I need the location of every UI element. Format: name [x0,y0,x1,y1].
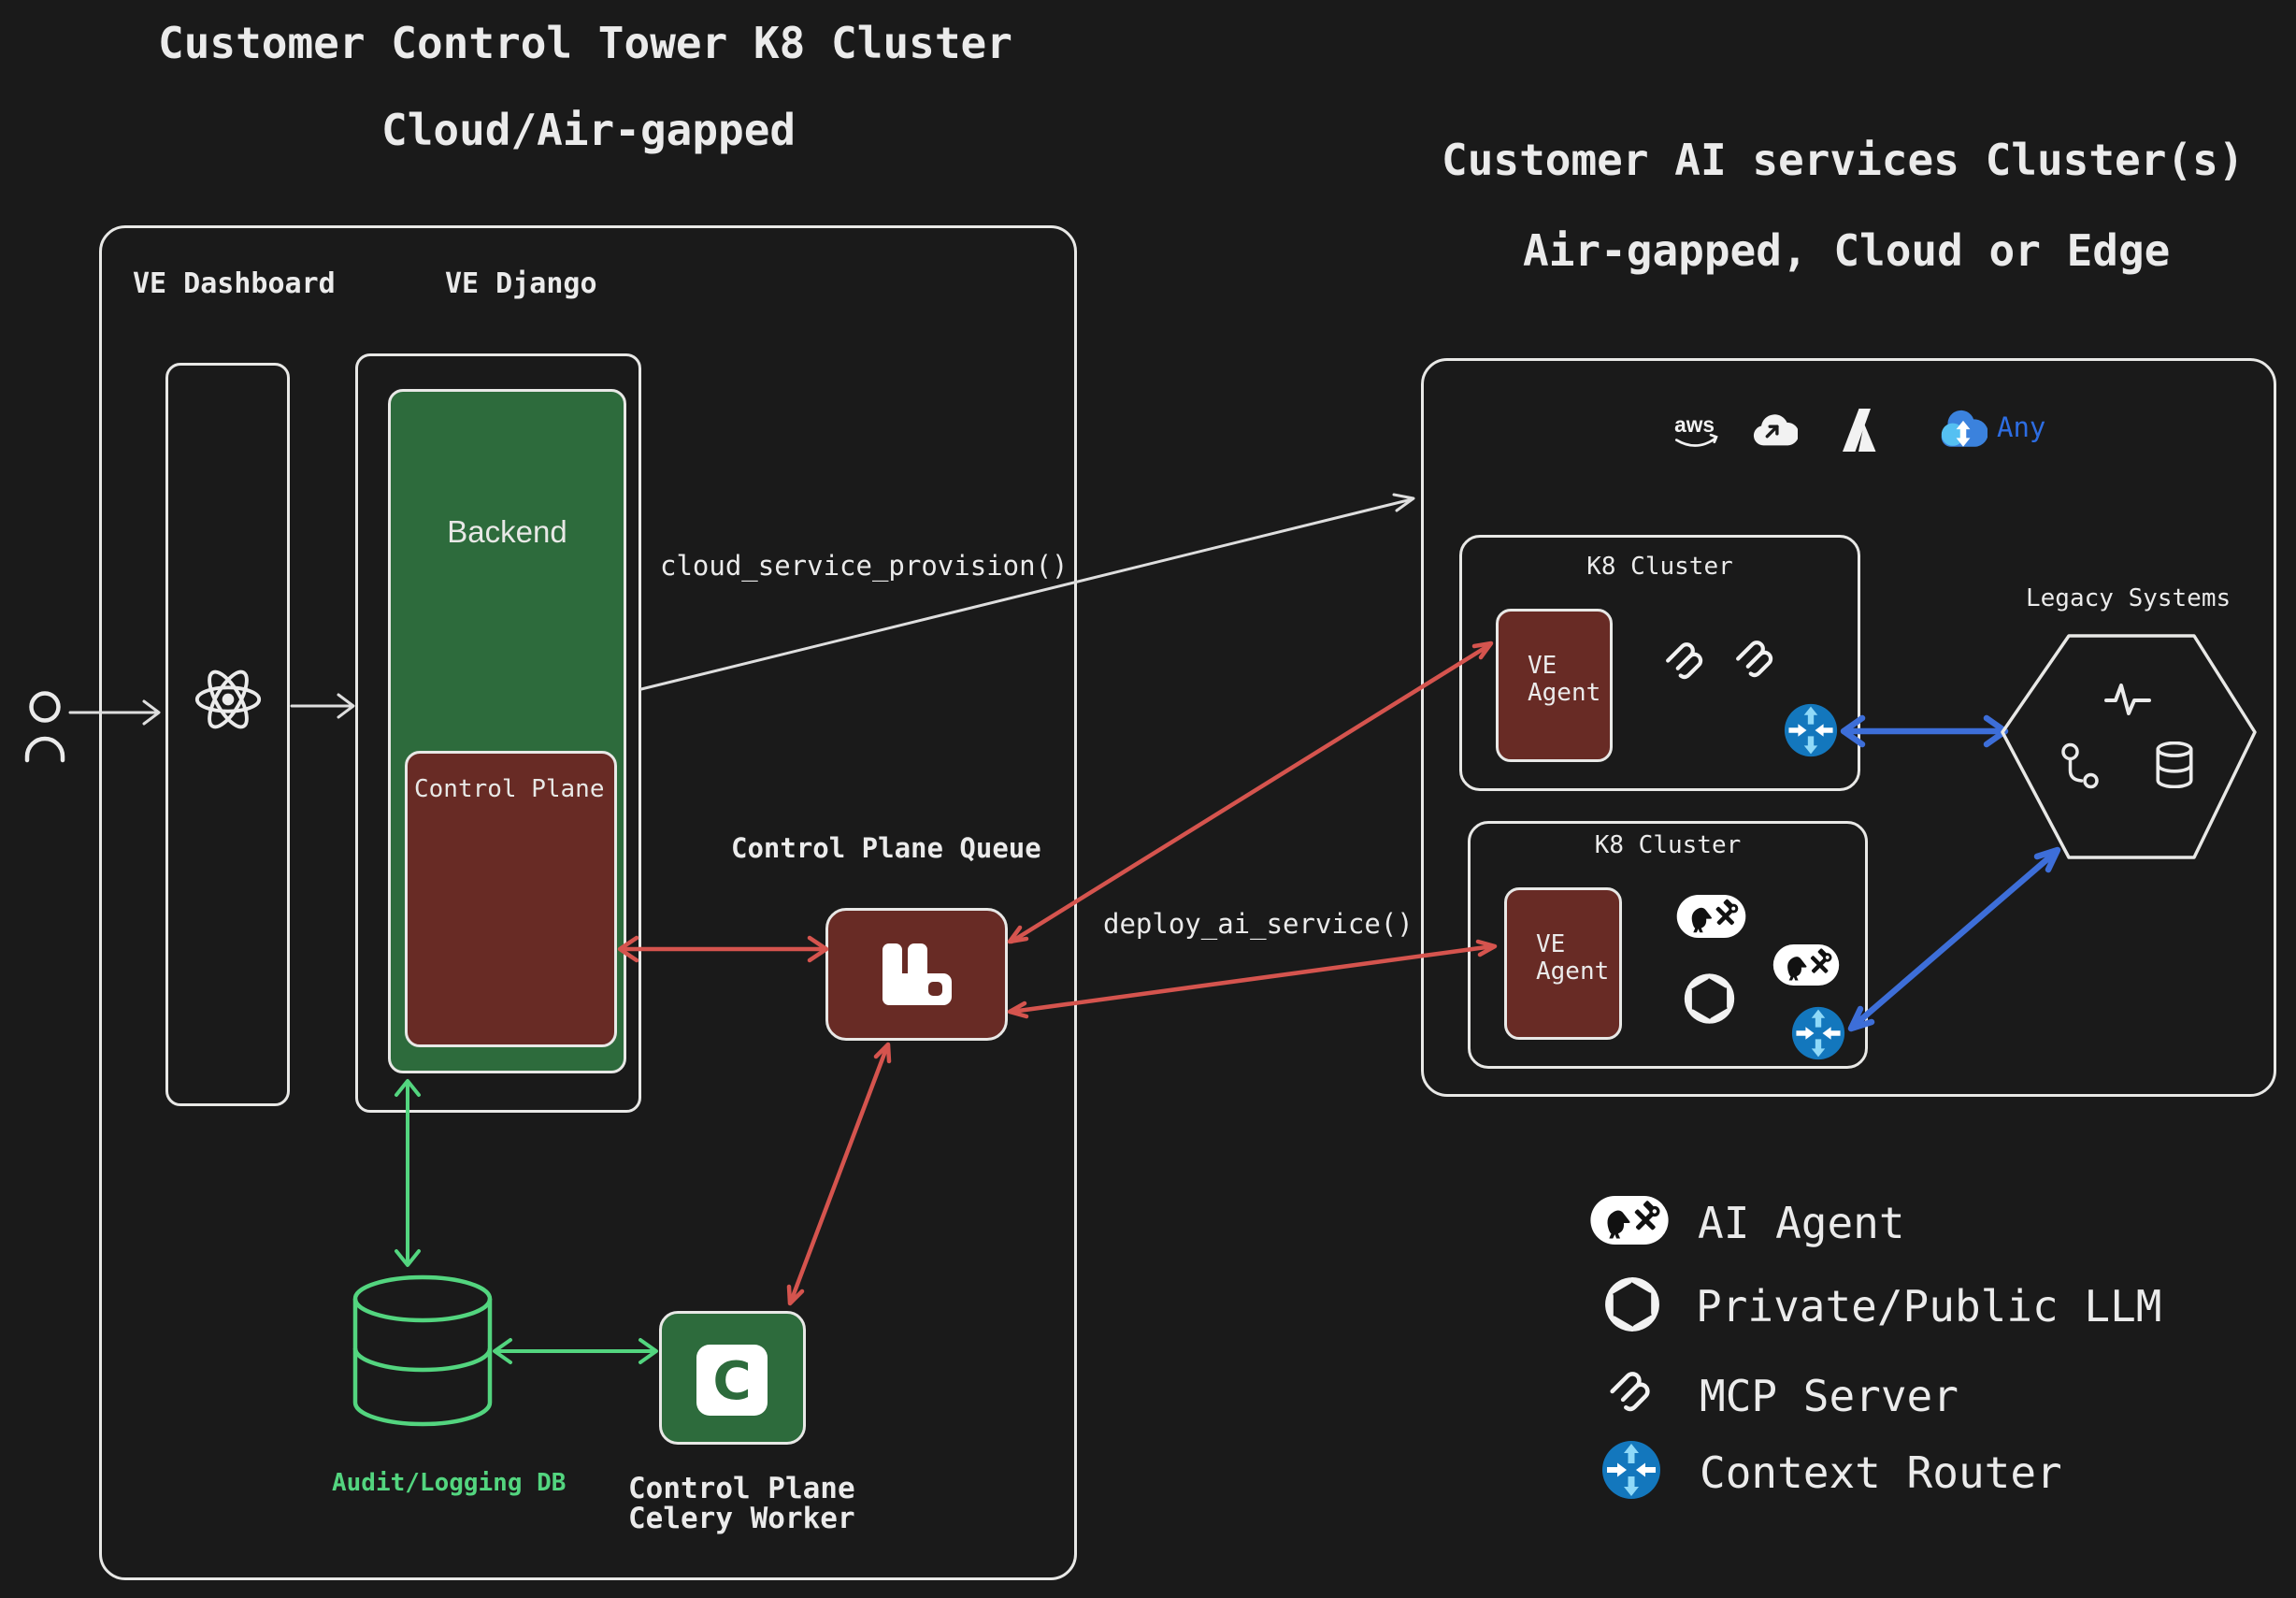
cloud-service-provision-label: cloud_service_provision() [660,550,1069,582]
aws-icon: aws [1672,412,1723,457]
legend-label-llm: Private/Public LLM [1696,1281,2162,1332]
any-cloud-label: Any [1997,411,2046,443]
legend-label-mcp: MCP Server [1700,1371,1959,1421]
webhook-icon [2059,742,2103,793]
legend-label-ai-agent: AI Agent [1698,1198,1905,1248]
right-cluster-title-line1: Customer AI services Cluster(s) [1442,135,2245,185]
celery-worker-label-line2: Celery Worker [628,1502,855,1535]
mcp-server-icon [1606,1363,1657,1423]
ai-agent-icon [1766,944,1846,989]
backend-label: Backend [447,514,567,549]
k8-cluster-2-box [1468,821,1868,1069]
context-router-icon [1791,1006,1845,1064]
control-plane-label: Control Plane [414,775,605,803]
react-icon [192,664,265,739]
control-plane-queue-label: Control Plane Queue [731,832,1041,864]
legend-label-context-router: Context Router [1700,1447,2062,1498]
audit-db-label: Audit/Logging DB [332,1469,567,1497]
blue-arrows [1840,714,2061,1032]
celery-icon: C [696,1345,768,1419]
context-router-icon [1784,703,1838,761]
ve-agent-1-label-line1: VE [1528,652,1557,680]
activity-icon [2104,678,2151,723]
ai-agent-icon [1587,1196,1672,1248]
ve-agent-2-label-line2: Agent [1536,957,1610,986]
google-cloud-icon [1751,410,1800,453]
legacy-systems-label: Legacy Systems [2026,584,2231,612]
control-plane-queue-box [825,908,1008,1041]
ve-dashboard-box [165,363,290,1106]
ve-dashboard-label: VE Dashboard [133,267,336,300]
ve-django-label: VE Django [445,267,597,300]
white-arrows [68,493,1415,726]
deploy-ai-service-label: deploy_ai_service() [1103,908,1413,940]
celery-worker-box [659,1311,806,1445]
ve-agent-2-label-line1: VE [1536,930,1566,958]
svg-text:C: C [712,1351,751,1412]
context-router-icon [1601,1440,1661,1504]
any-cloud-icon [1939,406,1988,460]
k8-cluster-2-label: K8 Cluster [1594,831,1742,859]
ve-agent-1-label-line2: Agent [1528,679,1601,707]
audit-database-icon [352,1274,494,1433]
k8-cluster-1-label: K8 Cluster [1586,553,1733,581]
ve-agent-1-box [1496,609,1613,762]
right-cluster-title-line2: Air-gapped, Cloud or Edge [1523,225,2171,276]
aws-wordmark: aws [1674,412,1715,437]
mcp-server-icon [1732,632,1779,689]
left-cluster-title-line2: Cloud/Air-gapped [381,105,796,155]
control-plane-box [405,751,617,1047]
left-cluster-title-line1: Customer Control Tower K8 Cluster [158,18,1012,68]
user-icon [23,690,66,767]
openai-icon [1602,1274,1662,1338]
openai-icon [1682,971,1737,1030]
ve-agent-2-box [1504,887,1622,1040]
ve-django-box [355,353,641,1113]
green-arrows [395,1079,658,1364]
rabbitmq-icon [883,943,952,1009]
celery-worker-label-line1: Control Plane [628,1472,855,1505]
legacy-database-icon [2155,741,2194,792]
red-arrows [617,641,1498,1306]
mcp-server-icon [1662,634,1709,691]
right-cluster-box [1421,358,2276,1097]
azure-icon [1839,407,1887,457]
ai-agent-icon [1671,895,1752,942]
legacy-systems-hexagon [2001,634,2257,859]
